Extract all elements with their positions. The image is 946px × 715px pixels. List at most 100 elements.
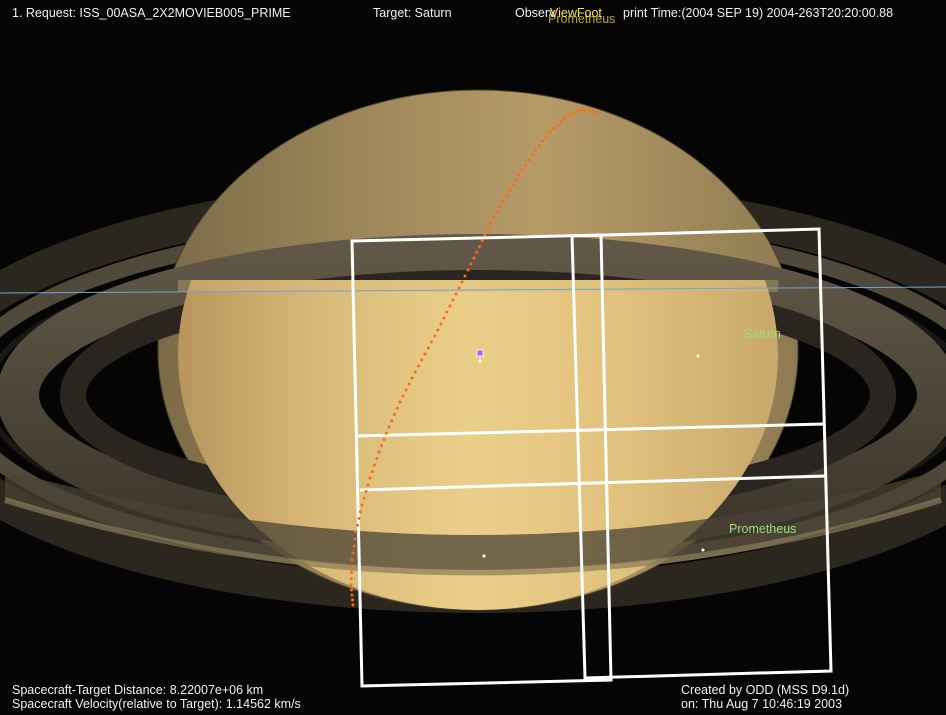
trajectory-dot <box>353 537 357 541</box>
trajectory-dot <box>582 109 586 112</box>
trajectory-dot <box>352 544 356 548</box>
trajectory-dot <box>511 183 515 187</box>
trajectory-dot <box>351 603 355 607</box>
trajectory-dot <box>505 194 509 197</box>
trajectory-dot <box>445 310 449 314</box>
request-text: 1. Request: ISS_00ASA_2X2MOVIEB005_PRIME <box>12 6 291 20</box>
trajectory-dot <box>524 163 527 167</box>
trajectory-dot <box>370 470 374 473</box>
time-prefix: Observ <box>515 6 556 20</box>
trajectory-dot <box>480 239 484 243</box>
trajectory-dot <box>349 577 353 581</box>
trajectory-dot <box>545 135 548 138</box>
trajectory-dot <box>398 400 402 404</box>
target-text: Target: Saturn <box>373 6 452 20</box>
trajectory-dot <box>368 476 372 480</box>
trajectory-dot <box>360 503 364 507</box>
trajectory-dot <box>578 108 582 112</box>
created-on-text: on: Thu Aug 7 10:46:19 2003 <box>681 697 843 711</box>
trajectory-dot <box>395 406 399 410</box>
trajectory-dot <box>356 523 359 527</box>
trajectory-dot <box>350 593 354 597</box>
trajectory-dot <box>377 450 381 454</box>
trajectory-dot <box>362 496 366 500</box>
trajectory-dot <box>359 510 362 514</box>
trajectory-dot <box>380 444 383 448</box>
prometheus-point <box>701 548 705 552</box>
center-point-lower <box>482 554 486 558</box>
trajectory-dot <box>351 598 354 602</box>
marker <box>476 349 484 357</box>
trajectory-dot <box>382 438 386 441</box>
trajectory-dot <box>439 322 443 326</box>
trajectory-dot <box>420 358 424 362</box>
trajectory-dot <box>563 116 567 120</box>
trajectory-dot <box>351 551 355 555</box>
trajectory-dot <box>508 188 512 192</box>
distance-text: Spacecraft-Target Distance: 8.22007e+06 … <box>12 683 264 697</box>
trajectory-dot <box>574 110 578 114</box>
trajectory-dot <box>548 130 552 134</box>
trajectory-dot <box>469 262 473 266</box>
trajectory-dot <box>457 286 461 290</box>
trajectory-dot <box>350 564 354 568</box>
trajectory-dot <box>426 346 430 350</box>
saturn-label: Saturn <box>744 327 781 341</box>
trajectory-dot <box>486 227 490 231</box>
velocity-text: Spacecraft Velocity(relative to Target):… <box>12 697 301 711</box>
trajectory-dot <box>478 245 481 248</box>
prometheus-top-fragment: Prometheus <box>548 12 616 26</box>
trajectory-dot <box>410 376 414 380</box>
trajectory-dot <box>350 571 353 574</box>
trajectory-dot <box>407 382 411 386</box>
trajectory-dot <box>354 530 358 534</box>
trajectory-dot <box>472 256 476 260</box>
trajectory-dot <box>366 483 370 487</box>
trajectory-dot <box>498 205 502 208</box>
horizon-line <box>0 286 946 294</box>
saturn-label-point <box>696 354 700 358</box>
trajectory-dot <box>349 583 353 587</box>
trajectory-dot <box>587 109 590 113</box>
trajectory-dot <box>350 558 354 562</box>
trajectory-dot <box>571 112 574 116</box>
trajectory-dot <box>448 304 452 308</box>
ring-front <box>5 470 941 570</box>
created-by-text: Created by ODD (MSS D9.1d) <box>681 683 850 697</box>
trajectory-dot <box>527 158 531 162</box>
trajectory-dot <box>475 250 479 254</box>
trajectory-dot <box>520 168 524 172</box>
trajectory-dot <box>357 517 361 520</box>
trajectory-dot <box>517 173 521 177</box>
trajectory-dot <box>454 292 458 296</box>
trajectory-dot <box>541 139 545 143</box>
trajectory-dot <box>417 364 420 368</box>
trajectory-dot <box>483 233 487 237</box>
trajectory-dot <box>387 425 391 429</box>
trajectory-dot <box>466 268 470 272</box>
trajectory-dot <box>556 123 559 127</box>
trajectory-dot <box>591 110 595 113</box>
trajectory-dot <box>442 316 446 320</box>
trajectory-dot <box>375 457 379 460</box>
trajectory-dot <box>538 144 541 147</box>
prometheus-label: Prometheus <box>729 522 797 536</box>
trajectory-dot <box>552 127 556 130</box>
trajectory-dot <box>436 328 440 332</box>
trajectory-dot <box>451 298 455 302</box>
trajectory-dot <box>423 352 427 356</box>
trajectory-dot <box>390 419 394 423</box>
trajectory-dot <box>404 388 408 392</box>
overlay-fragment: ViewFoot <box>550 6 602 20</box>
trajectory-dot <box>595 110 599 114</box>
trajectory-dot <box>514 178 518 182</box>
trajectory-dot <box>567 114 571 118</box>
trajectory-dot <box>492 216 496 220</box>
trajectory-dot <box>489 222 493 225</box>
time-suffix: print Time:(2004 SEP 19) 2004-263T20:20:… <box>623 6 894 20</box>
trajectory-dot <box>401 394 405 398</box>
saturn-body <box>178 280 778 610</box>
trajectory-dot <box>463 274 467 278</box>
